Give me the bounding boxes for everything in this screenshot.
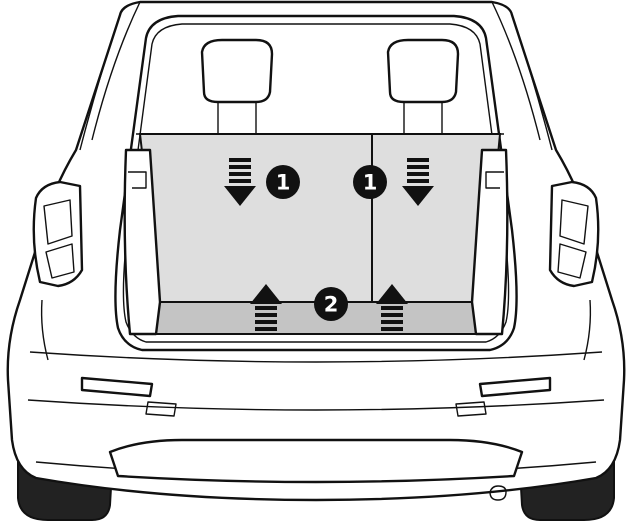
right-headrest [388,40,458,102]
callout-right-seatback: 1 [353,165,387,199]
right-tail-light [550,182,598,286]
callout-seat-base: 2 [314,287,348,321]
left-tail-light [34,182,82,286]
left-headrest [202,40,272,102]
callout-number: 1 [363,171,378,195]
callout-left-seatback: 1 [266,165,300,199]
callout-number: 1 [276,171,291,195]
rear-diffuser [110,440,522,482]
left-seatback [140,134,372,302]
callout-number: 2 [324,293,339,317]
